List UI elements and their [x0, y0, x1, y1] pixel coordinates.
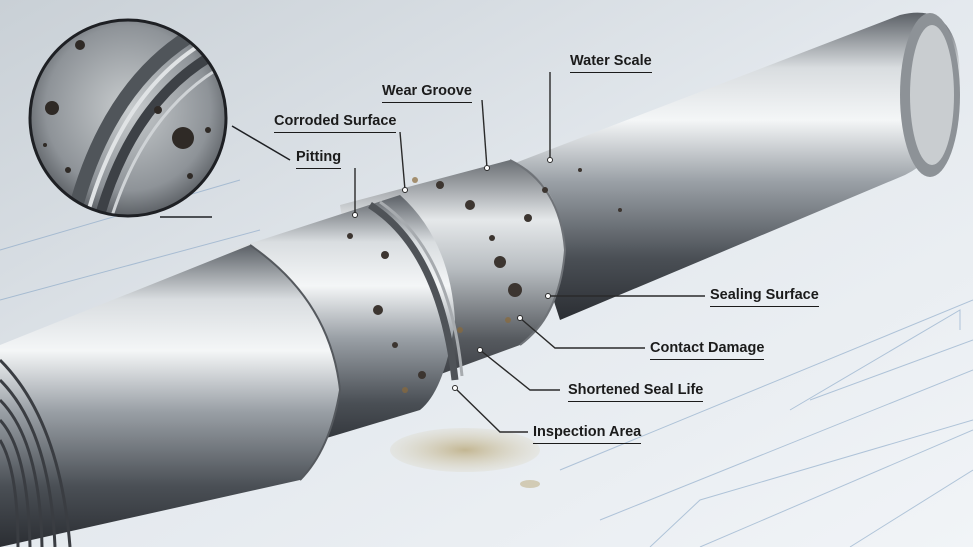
fluid-drop: [520, 480, 540, 488]
leader-lines: [354, 72, 705, 433]
label-text: Sealing Surface: [710, 287, 819, 303]
label-inspection-area: Inspection Area: [533, 423, 642, 444]
label-shortened-seal-life: Shortened Seal Life: [568, 381, 704, 402]
label-sealing-surface: Sealing Surface: [710, 286, 819, 307]
label-text: Contact Damage: [650, 340, 765, 356]
leader-dot: [484, 165, 490, 171]
magnifier-inset: [28, 18, 291, 218]
label-contact-damage: Contact Damage: [650, 339, 765, 360]
leader-dot: [402, 187, 408, 193]
label-water-scale: Water Scale: [570, 52, 652, 73]
leader-dot: [352, 212, 358, 218]
label-text: Corroded Surface: [274, 113, 397, 129]
leader-dot: [547, 157, 553, 163]
label-text: Shortened Seal Life: [568, 382, 704, 398]
leader-dot: [517, 315, 523, 321]
label-wear-groove: Wear Groove: [382, 82, 472, 103]
label-text: Pitting: [296, 149, 342, 165]
fluid-puddle: [390, 428, 540, 472]
label-text: Inspection Area: [533, 424, 642, 440]
leader-dot: [477, 347, 483, 353]
leader-dot: [452, 385, 458, 391]
label-text: Water Scale: [570, 53, 652, 69]
label-pitting: Pitting: [296, 148, 342, 169]
label-corroded-surface: Corroded Surface: [274, 112, 397, 133]
label-text: Wear Groove: [382, 83, 472, 99]
leader-dot: [545, 293, 551, 299]
pipe: [0, 12, 960, 547]
